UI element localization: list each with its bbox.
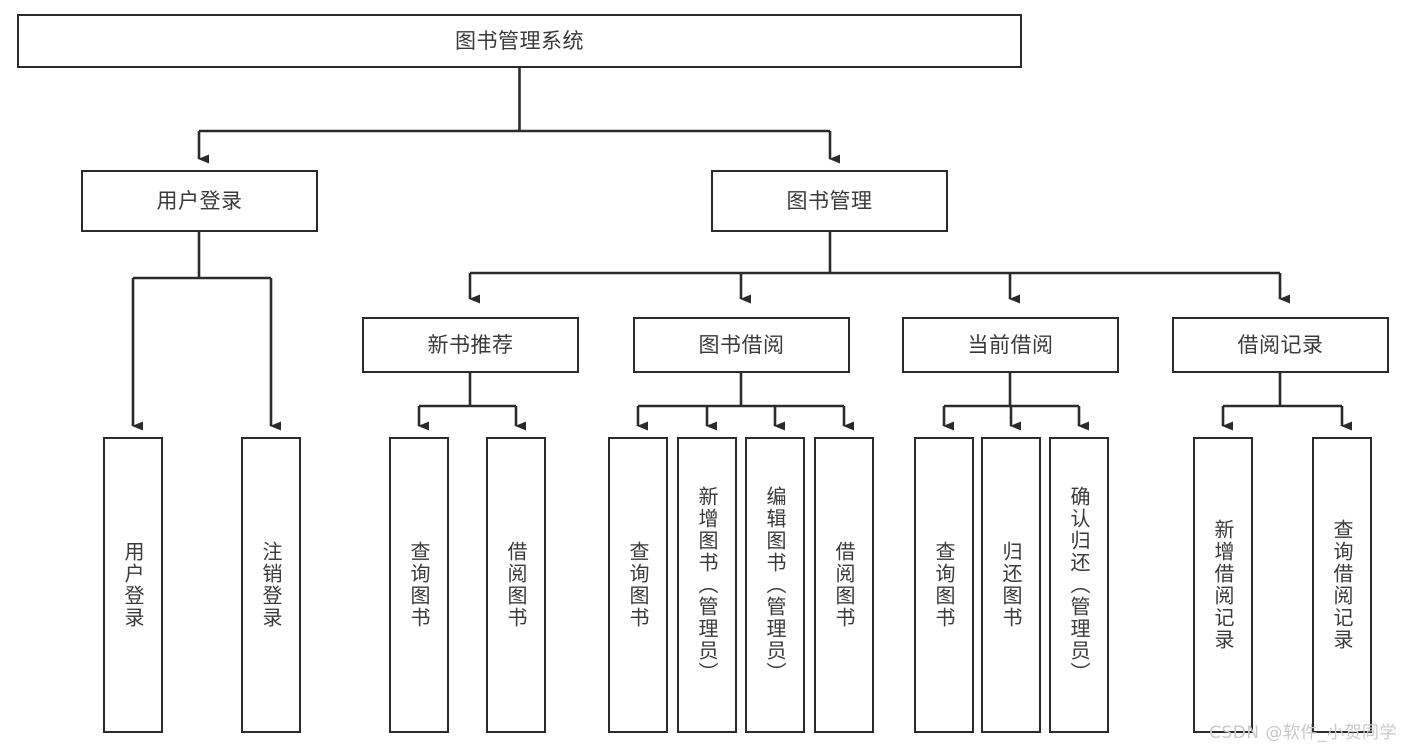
- node-book-borrow[interactable]: 图书借阅: [633, 317, 850, 373]
- watermark-text: CSDN @软件_小贺同学: [1209, 723, 1397, 743]
- node-current-borrow-label: 当前借阅: [967, 332, 1054, 357]
- node-leaf-edit-book-admin-label: 编辑图书（管理员）: [763, 486, 787, 684]
- node-leaf-borrow-lend-book-label: 借阅图书: [832, 541, 856, 629]
- node-leaf-return-book[interactable]: 归还图书: [981, 437, 1041, 733]
- node-leaf-user-login[interactable]: 用户登录: [103, 437, 163, 733]
- node-new-book-recommend[interactable]: 新书推荐: [362, 317, 579, 373]
- node-leaf-query-borrow-record[interactable]: 查询借阅记录: [1312, 437, 1372, 733]
- node-leaf-recommend-borrow-book-label: 借阅图书: [504, 541, 528, 629]
- node-leaf-add-borrow-record[interactable]: 新增借阅记录: [1193, 437, 1253, 733]
- node-root-label: 图书管理系统: [455, 28, 584, 53]
- node-borrow-record-label: 借阅记录: [1237, 332, 1324, 357]
- node-leaf-edit-book-admin[interactable]: 编辑图书（管理员）: [745, 437, 805, 733]
- node-leaf-add-borrow-record-label: 新增借阅记录: [1211, 519, 1235, 651]
- node-leaf-confirm-return-admin-label: 确认归还（管理员）: [1067, 486, 1091, 684]
- node-book-management-label: 图书管理: [786, 188, 873, 213]
- node-leaf-recommend-borrow-book[interactable]: 借阅图书: [486, 437, 546, 733]
- node-leaf-query-borrow-record-label: 查询借阅记录: [1330, 519, 1354, 651]
- node-new-book-recommend-label: 新书推荐: [427, 332, 514, 357]
- node-user-login[interactable]: 用户登录: [81, 170, 318, 232]
- node-book-borrow-label: 图书借阅: [698, 332, 785, 357]
- node-leaf-recommend-query-book-label: 查询图书: [407, 541, 431, 629]
- node-root-book-management-system[interactable]: 图书管理系统: [17, 14, 1022, 68]
- node-leaf-borrow-query-book[interactable]: 查询图书: [608, 437, 668, 733]
- node-borrow-record[interactable]: 借阅记录: [1172, 317, 1389, 373]
- node-leaf-current-query-book-label: 查询图书: [932, 541, 956, 629]
- node-leaf-add-book-admin-label: 新增图书（管理员）: [695, 486, 719, 684]
- node-leaf-borrow-query-book-label: 查询图书: [626, 541, 650, 629]
- node-leaf-current-query-book[interactable]: 查询图书: [914, 437, 974, 733]
- node-leaf-recommend-query-book[interactable]: 查询图书: [389, 437, 449, 733]
- node-leaf-return-book-label: 归还图书: [999, 541, 1023, 629]
- node-book-management[interactable]: 图书管理: [711, 170, 948, 232]
- node-current-borrow[interactable]: 当前借阅: [902, 317, 1119, 373]
- node-leaf-logout-label: 注销登录: [259, 541, 283, 629]
- node-leaf-borrow-lend-book[interactable]: 借阅图书: [814, 437, 874, 733]
- node-leaf-user-login-label: 用户登录: [121, 541, 145, 629]
- node-leaf-logout[interactable]: 注销登录: [241, 437, 301, 733]
- node-leaf-add-book-admin[interactable]: 新增图书（管理员）: [677, 437, 737, 733]
- node-user-login-label: 用户登录: [156, 188, 243, 213]
- node-leaf-confirm-return-admin[interactable]: 确认归还（管理员）: [1049, 437, 1109, 733]
